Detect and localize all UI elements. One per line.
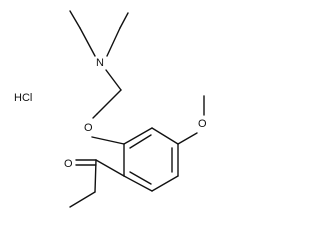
bond-ch2-ch3 (69, 191, 96, 208)
ring-bond-1 (123, 127, 153, 145)
bond-ch2-ch2 (96, 89, 122, 115)
salt-label: HCl (14, 92, 32, 104)
ring-double-1 (129, 134, 152, 149)
ring-double-3 (129, 171, 152, 185)
bond-co-ch2 (94, 159, 97, 193)
ring-bond-2 (151, 127, 179, 145)
bond-o-ring (91, 136, 125, 145)
bond-ethyl2-b (106, 27, 121, 57)
ring-bond-4 (151, 175, 179, 192)
bond-n-ch2 (105, 69, 122, 91)
structure-canvas: N O O O HCl (14, 10, 207, 208)
bond-ch2-o (92, 113, 98, 119)
methoxy-oxygen-label: O (198, 118, 207, 130)
bond-ring-co (95, 159, 125, 177)
ether-oxygen-label: O (84, 122, 93, 134)
bond-ethyl2-a (119, 12, 129, 29)
bond-ethyl1-b (79, 27, 96, 57)
bond-ring-ome (177, 132, 198, 145)
ring-bond-5 (123, 175, 153, 192)
amine-nitrogen-label: N (96, 57, 104, 69)
molecule-drawing: N O O O HCl (14, 10, 207, 208)
bond-ethyl1-a (69, 10, 81, 29)
ketone-oxygen-label: O (64, 158, 73, 170)
